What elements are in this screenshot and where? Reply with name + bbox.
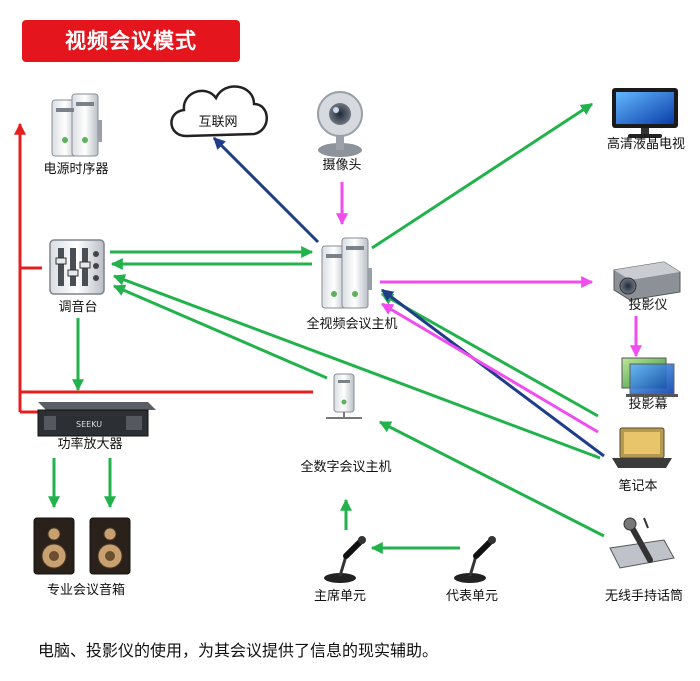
network-lines bbox=[212, 136, 605, 458]
video-lines bbox=[336, 182, 642, 434]
arrow-laptop-to-videohost bbox=[380, 292, 599, 418]
mixer-icon bbox=[49, 239, 105, 295]
label-laptop: 笔记本 bbox=[618, 479, 658, 494]
cloud-icon bbox=[170, 85, 268, 138]
projection-screen-icon bbox=[621, 357, 678, 397]
label-projection-screen: 投影幕 bbox=[628, 397, 668, 412]
label-mixer: 调音台 bbox=[58, 300, 98, 315]
arrow-videohost-to-internet bbox=[212, 136, 320, 244]
label-video-host: 全视频会议主机 bbox=[306, 317, 398, 332]
label-camera: 摄像头 bbox=[322, 158, 362, 173]
label-power-sequencer: 电源时序器 bbox=[43, 162, 109, 177]
amplifier-icon: SEEKU bbox=[37, 402, 156, 437]
arrow-wireless-to-digitalhost bbox=[378, 420, 605, 538]
camera-icon bbox=[317, 91, 363, 157]
audio-lines bbox=[48, 102, 605, 554]
arrow-laptop-to-videohost-navy bbox=[381, 288, 605, 458]
speaker-right-icon bbox=[89, 517, 131, 575]
digital-host-icon bbox=[326, 373, 362, 419]
arrow-laptop-to-videohost-mag bbox=[380, 302, 599, 434]
label-digital-host: 全数字会议主机 bbox=[300, 460, 392, 475]
amp-brand-label: SEEKU bbox=[76, 420, 102, 429]
label-amplifier: 功率放大器 bbox=[57, 437, 123, 452]
label-delegate-unit: 代表单元 bbox=[445, 589, 498, 604]
video-host-icon bbox=[321, 237, 372, 309]
label-speakers: 专业会议音箱 bbox=[46, 583, 125, 598]
label-tv: 高清液晶电视 bbox=[606, 137, 685, 152]
arrow-digitalhost-to-mixer bbox=[112, 284, 328, 380]
label-chair-unit: 主席单元 bbox=[313, 589, 366, 604]
chair-unit-icon bbox=[324, 536, 366, 583]
tv-icon bbox=[612, 88, 678, 138]
arrow-videohost-to-tv bbox=[371, 102, 594, 250]
label-internet: 互联网 bbox=[198, 115, 238, 130]
arrow-laptop-to-mixer bbox=[112, 274, 601, 460]
label-wireless-mic: 无线手持话筒 bbox=[604, 589, 683, 604]
laptop-icon bbox=[612, 427, 672, 468]
projector-icon bbox=[613, 261, 681, 301]
label-projector: 投影仪 bbox=[628, 298, 668, 313]
wireless-mic-icon bbox=[609, 517, 675, 569]
power-lines bbox=[14, 122, 313, 414]
power-sequencer-icon bbox=[51, 93, 102, 157]
page-title: 视频会议模式 bbox=[22, 20, 240, 62]
caption-text: 电脑、投影仪的使用，为其会议提供了信息的现实辅助。 bbox=[38, 641, 439, 660]
speaker-left-icon bbox=[33, 517, 75, 575]
delegate-unit-icon bbox=[454, 536, 496, 583]
